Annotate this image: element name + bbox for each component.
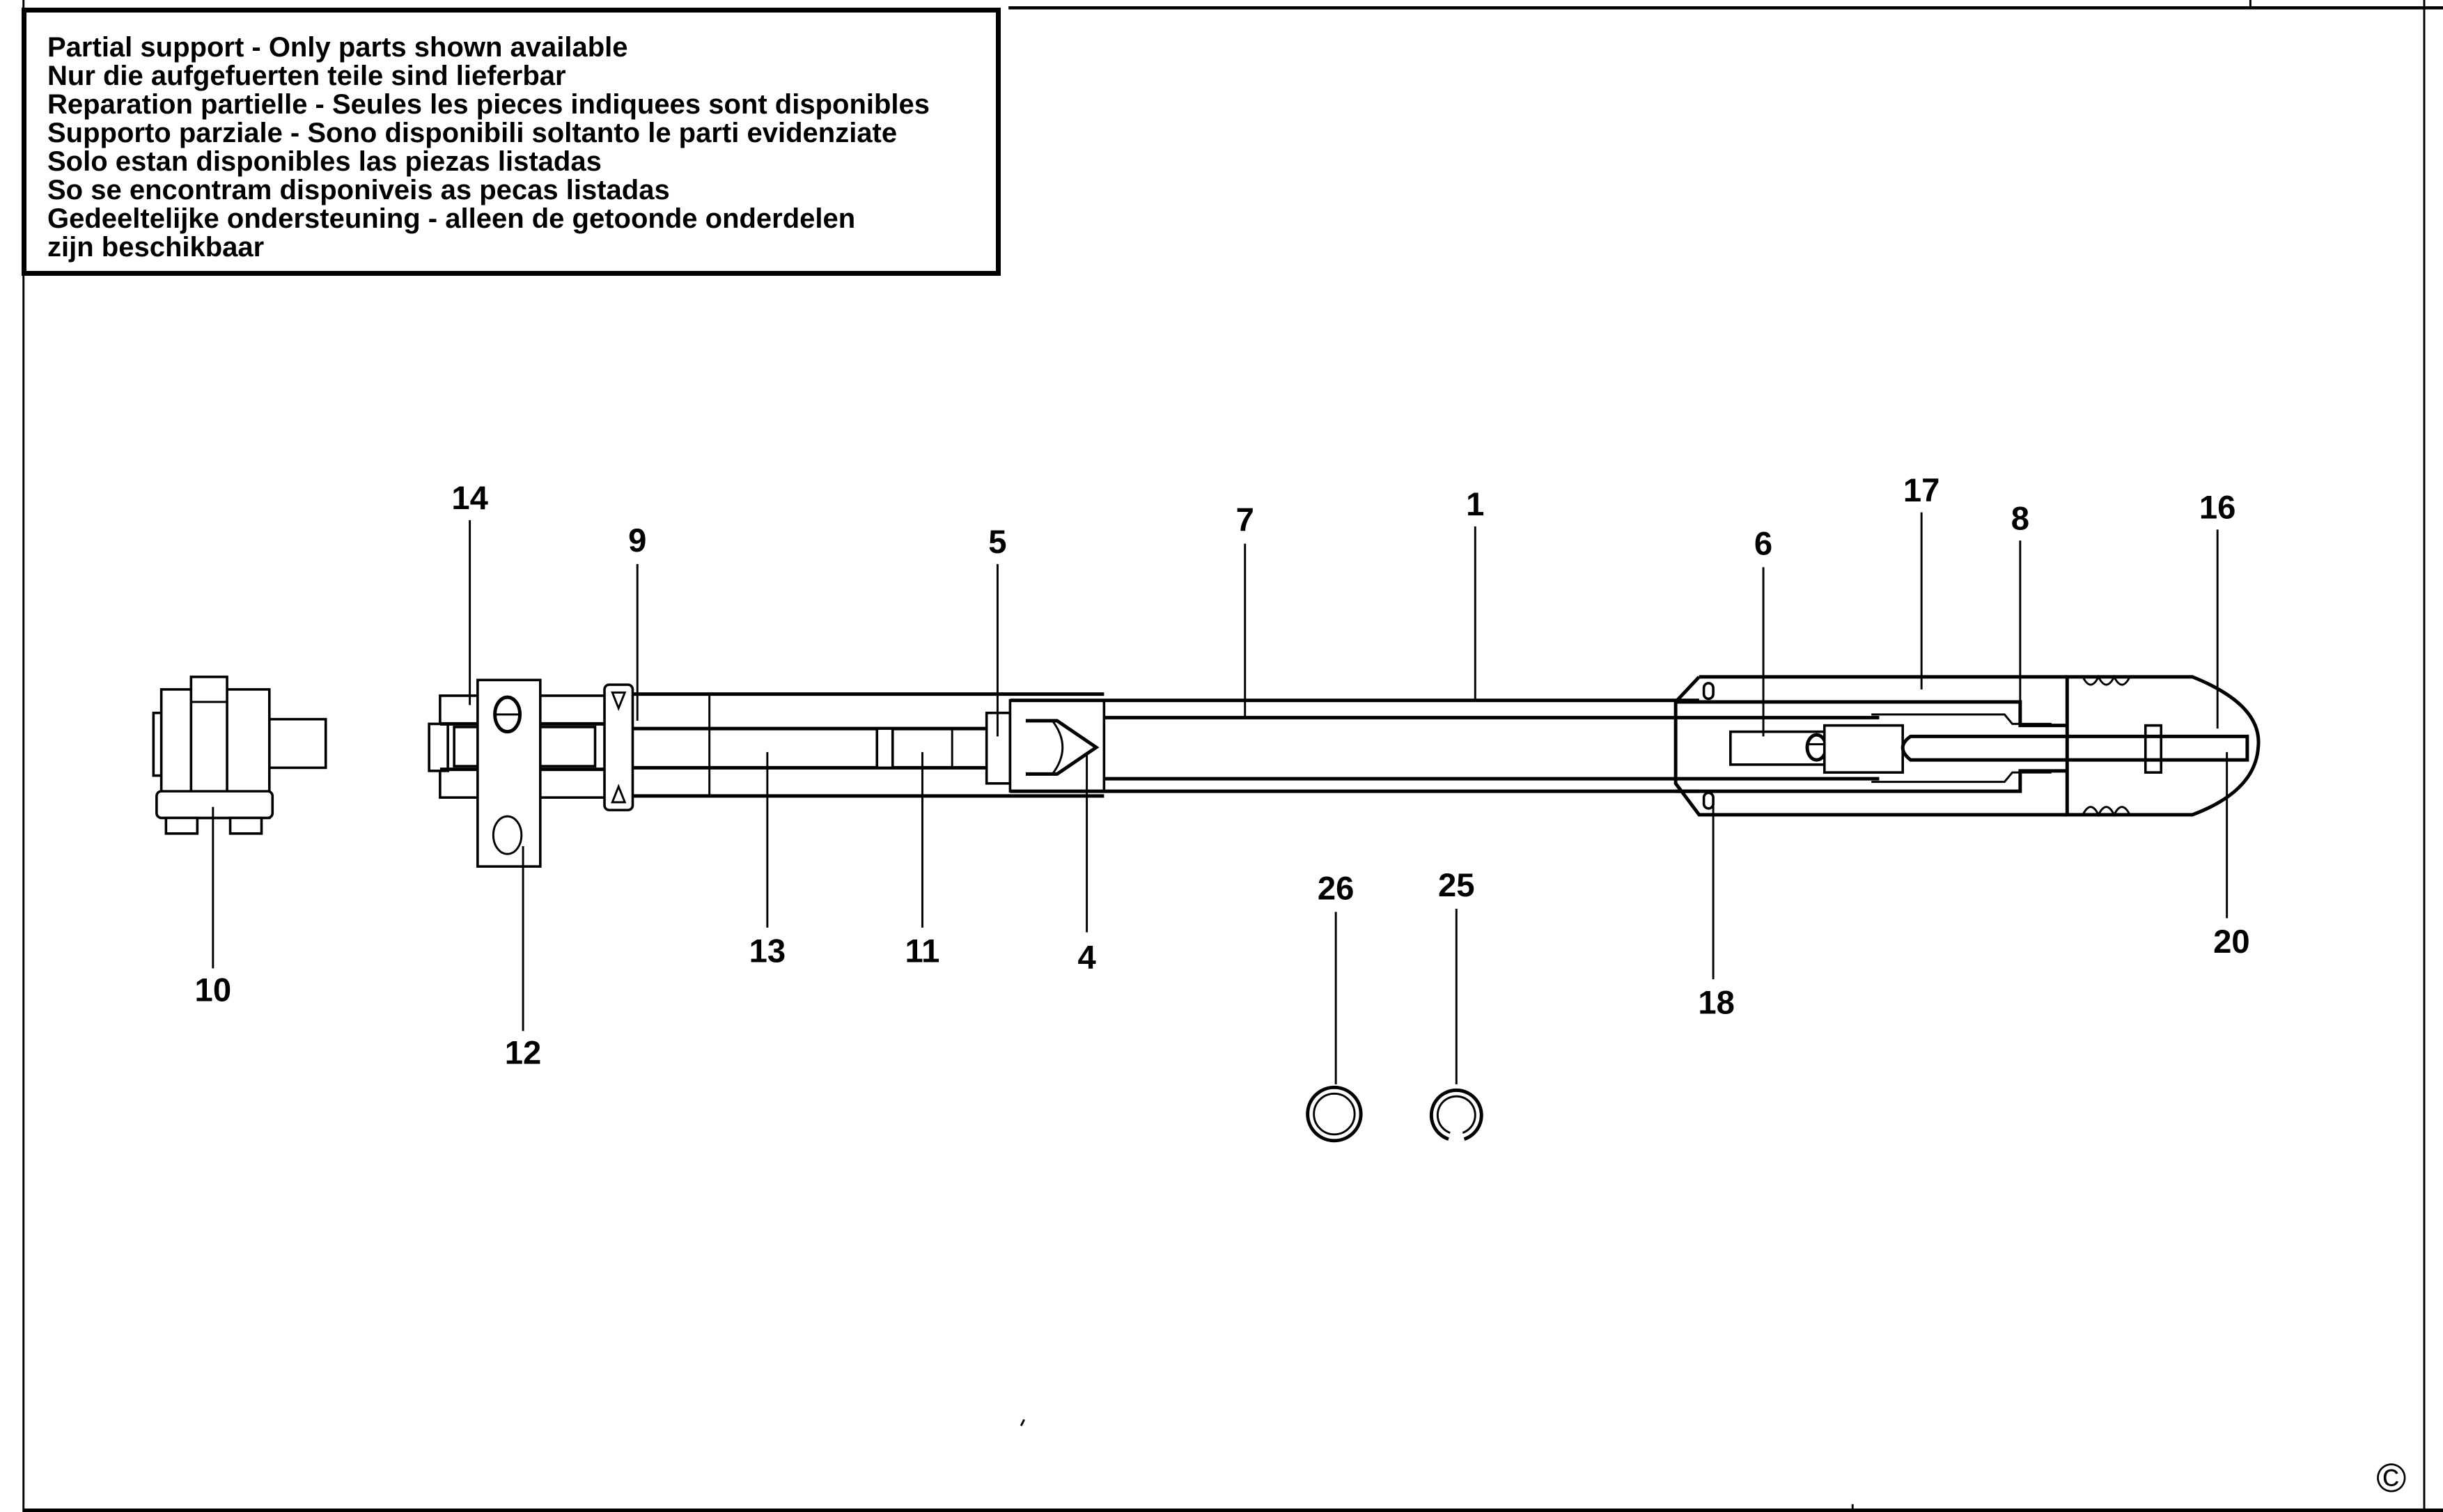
notice-line: Nur die aufgefuerten teile sind lieferba… <box>47 61 566 91</box>
drawing-frame <box>22 0 2443 1512</box>
part-17-sleeve <box>1673 675 2068 817</box>
part-10-drive-head <box>152 676 327 835</box>
part-1-main-tube <box>1010 699 1880 793</box>
outer-tube-left <box>632 692 1105 798</box>
notice-line: So se encontram disponiveis as pecas lis… <box>47 175 670 205</box>
callout-8: 8 <box>2011 500 2029 537</box>
callout-26: 26 <box>1318 870 1355 907</box>
callout-16: 16 <box>2199 490 2236 527</box>
copyright-mark: © <box>2376 1456 2406 1501</box>
notice-line: Reparation partielle - Seules les pieces… <box>47 89 930 120</box>
part-12-plate <box>476 678 542 868</box>
notice-line: Gedeeltelijke ondersteuning - alleen de … <box>47 203 856 234</box>
notice-line: Supporto parziale - Sono disponibili sol… <box>47 118 898 148</box>
callout-17: 17 <box>1903 472 1940 509</box>
callout-4: 4 <box>1077 939 1095 976</box>
callout-7: 7 <box>1236 502 1254 539</box>
part-6-pin-holder <box>1729 724 1904 774</box>
part-26-o-ring <box>1306 1085 1363 1143</box>
part-16-cap <box>2065 674 2261 818</box>
part-20-pin <box>1900 734 2249 762</box>
callout-5: 5 <box>988 524 1006 561</box>
callout-13: 13 <box>749 933 786 969</box>
part-4-5-coupling <box>985 699 1106 793</box>
partial-support-notice: Partial support - Only parts shown avail… <box>22 8 1001 276</box>
callout-25: 25 <box>1438 867 1475 904</box>
part-25-circlip <box>1429 1088 1483 1141</box>
callout-18: 18 <box>1698 985 1735 1022</box>
part-9-ring <box>603 683 634 811</box>
callout-12: 12 <box>505 1035 542 1072</box>
callout-20: 20 <box>2213 923 2250 960</box>
callout-14: 14 <box>451 480 488 517</box>
callout-11: 11 <box>905 933 940 969</box>
callout-6: 6 <box>1754 525 1772 562</box>
notice-line: Partial support - Only parts shown avail… <box>47 32 628 63</box>
leader-lines <box>212 512 2229 1084</box>
callout-9: 9 <box>628 522 646 559</box>
callout-10: 10 <box>195 972 232 1009</box>
notice-line: zijn beschikbaar <box>47 232 265 263</box>
callout-1: 1 <box>1466 486 1484 523</box>
notice-line: Solo estan disponibles las piezas listad… <box>47 146 602 177</box>
